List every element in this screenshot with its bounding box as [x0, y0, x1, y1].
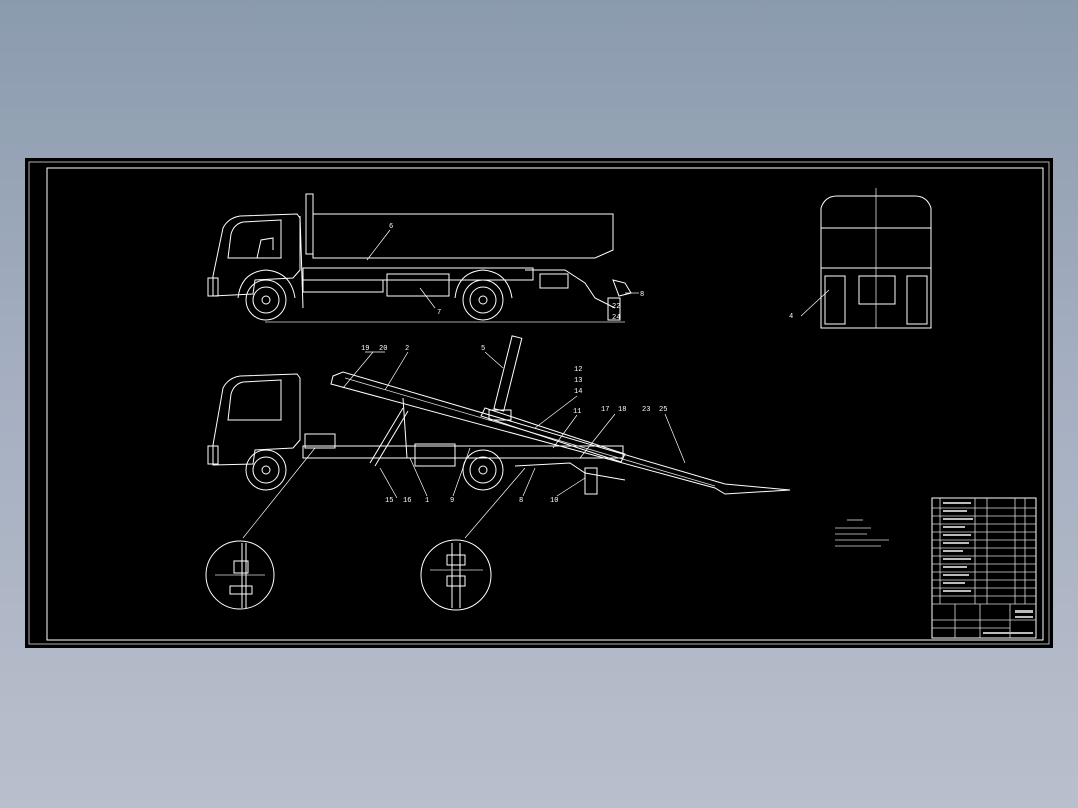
parts-list-text-marks — [943, 502, 1033, 634]
toolbox-2 — [414, 443, 456, 467]
cab-body — [212, 213, 301, 297]
leader-4 — [800, 289, 830, 317]
chassis-frame-2 — [302, 445, 624, 459]
leader-15-16 — [379, 467, 398, 499]
rear-wheel-2 — [462, 449, 504, 491]
cab-window-2 — [227, 379, 282, 421]
outer-frame — [28, 161, 1050, 645]
lift-cylinder — [369, 407, 404, 464]
callout-8: 8 — [640, 291, 644, 299]
parts-list-grid — [932, 498, 1036, 638]
flatbed-deck — [312, 213, 614, 259]
sliding-frame — [480, 407, 626, 463]
callout-15: 15 — [385, 497, 393, 505]
callout-24: 24 — [612, 314, 620, 322]
rear-lift-arm — [525, 269, 616, 309]
tilted-bed — [330, 371, 791, 495]
rear-leg — [584, 467, 598, 495]
callout-1: 1 — [425, 497, 429, 505]
cad-drawing-sheet: 6 7 8 22 24 — [25, 158, 1053, 648]
rear-hitch — [858, 275, 896, 305]
rear-wheel-left — [824, 275, 846, 325]
bumper-2 — [207, 445, 219, 465]
side-view-tilted: 19 20 2 5 12 13 14 11 17 18 23 25 15 16 … — [207, 335, 791, 539]
leader-8b — [522, 467, 536, 497]
winch — [488, 409, 512, 421]
callout-7: 7 — [437, 309, 441, 317]
fuel-tank — [302, 279, 384, 293]
leader-1 — [409, 457, 428, 497]
cab-mirror — [256, 237, 274, 259]
toolbox — [386, 273, 450, 297]
inner-frame — [46, 167, 1044, 641]
leader-5 — [484, 351, 504, 369]
callout-6: 6 — [389, 223, 393, 231]
leader-17-18 — [579, 413, 616, 459]
title-block — [931, 497, 1037, 639]
detail-view-b — [420, 539, 492, 611]
headboard — [305, 193, 314, 255]
leader-2 — [384, 351, 409, 391]
rear-cab — [820, 195, 932, 229]
bumper — [207, 277, 219, 297]
callout-12: 12 — [574, 366, 582, 374]
rear-cylinder — [539, 273, 569, 289]
callout-20: 20 — [379, 345, 387, 353]
side-view-transport: 6 7 8 22 24 — [207, 193, 644, 323]
arm-link — [402, 397, 408, 459]
front-wheel — [237, 269, 296, 321]
detail-view-a — [205, 540, 275, 610]
lift-cylinder-rod — [374, 410, 409, 467]
callout-13: 13 — [574, 377, 582, 385]
front-wheel-2 — [245, 449, 287, 491]
callout-17: 17 — [601, 406, 609, 414]
callout-19: 19 — [361, 345, 369, 353]
callout-22: 22 — [612, 303, 620, 311]
rear-wheel — [454, 269, 513, 321]
callout-8b: 8 — [519, 497, 523, 505]
callout-11: 11 — [573, 408, 581, 416]
callout-4: 4 — [789, 313, 793, 321]
cab-back — [299, 215, 304, 309]
callout-16: 16 — [403, 497, 411, 505]
leader-12-14 — [534, 395, 578, 429]
leader-9 — [452, 447, 471, 497]
boom-post — [493, 335, 523, 412]
chassis-frame — [302, 267, 534, 281]
callout-5: 5 — [481, 345, 485, 353]
callout-9: 9 — [450, 497, 454, 505]
leader-detail-b — [464, 467, 526, 539]
callout-2: 2 — [405, 345, 409, 353]
drawing-canvas: 6 7 8 22 24 — [28, 161, 1050, 645]
leader-23-25 — [664, 413, 686, 464]
leader-11 — [552, 414, 578, 449]
callout-18: 18 — [618, 406, 626, 414]
leader-10 — [556, 477, 586, 497]
callout-10: 10 — [550, 497, 558, 505]
hydraulic-block — [304, 433, 336, 449]
cab-window — [227, 219, 282, 259]
callout-25: 25 — [659, 406, 667, 414]
rear-support — [607, 297, 621, 321]
leader-19-20 — [342, 351, 374, 389]
leader-detail-a — [242, 447, 316, 539]
callout-14: 14 — [574, 388, 582, 396]
technical-notes — [835, 519, 889, 547]
rear-strut — [514, 462, 626, 481]
cab-body-2 — [212, 373, 301, 466]
tow-hook — [612, 279, 632, 297]
rear-view: 4 — [789, 188, 932, 329]
leader-6 — [366, 229, 391, 261]
leader-7 — [419, 287, 436, 309]
rear-wheel-right — [906, 275, 928, 325]
callout-23: 23 — [642, 406, 650, 414]
